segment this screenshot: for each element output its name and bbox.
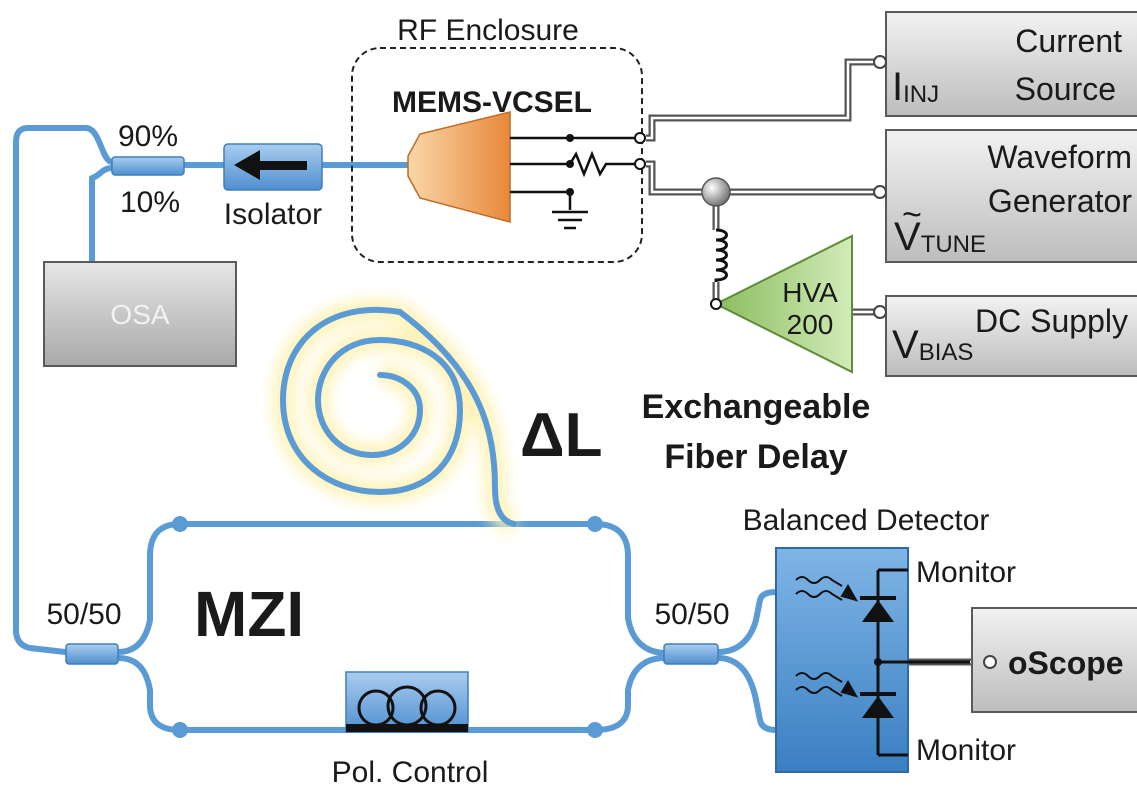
current-source-label-2: Source (1015, 71, 1116, 107)
fiber-delay-spiral (271, 298, 518, 535)
delay-label-2: Fiber Delay (664, 438, 847, 476)
coupler-left-50-50 (65, 643, 119, 665)
fiber-to-detector-top (715, 589, 779, 655)
joint-top-left (172, 516, 188, 532)
arrow-left-icon (234, 150, 307, 180)
paddle-icon (386, 685, 428, 727)
bias-tee-node (701, 177, 731, 207)
vcsel-wiring (510, 136, 640, 230)
vcsel-nodes (566, 134, 574, 196)
fiber-network (13, 125, 779, 733)
photodiode-icon (860, 596, 896, 622)
oscope-box (971, 607, 1137, 713)
hva-200-amplifier (713, 234, 853, 374)
delay-label-1: Exchangeable (642, 388, 871, 426)
mems-vcsel-label: MEMS-VCSEL (392, 86, 592, 119)
balanced-detector-label: Balanced Detector (743, 504, 990, 537)
inductor-icon (714, 228, 728, 282)
rf-enclosure-label: RF Enclosure (397, 14, 579, 47)
osa-label: OSA (110, 299, 169, 330)
dc-supply-box (885, 295, 1137, 377)
mzi-label: MZI (194, 578, 304, 650)
waveform-label-2: Generator (988, 183, 1132, 219)
waveform-generator-box (885, 129, 1137, 263)
fiber-mzi-top-right (511, 521, 667, 656)
isolator (223, 143, 323, 191)
fiber-osa-tap (89, 165, 115, 265)
split-10-label: 10% (120, 186, 180, 219)
v-tune-tilde: ~ (902, 196, 922, 234)
pol-control-label: Pol. Control (332, 756, 489, 789)
amp-output-node (710, 298, 722, 310)
coupler-right-50-50 (663, 643, 719, 665)
dc-supply-label: DC Supply (975, 303, 1128, 339)
polarization-controller (345, 671, 469, 733)
hva-label-1: HVA (782, 277, 838, 308)
instrument-ports (873, 55, 997, 669)
light-rays-icon (795, 576, 859, 698)
fiber-joints (172, 516, 603, 738)
delta-l-label: ΔL (520, 401, 602, 470)
v-bias-symbol: VBIAS (892, 323, 973, 367)
hva-label-2: 200 (787, 309, 834, 340)
coupler-left-label: 50/50 (46, 598, 121, 631)
fiber-to-detector-bottom (715, 655, 779, 733)
resistor-icon (568, 150, 640, 178)
oscope-label: oScope (1008, 645, 1124, 681)
monitor-top-label: Monitor (916, 556, 1016, 589)
joint-bottom-left (172, 722, 188, 738)
joint-top-right (587, 516, 603, 532)
enclosure-connectors (634, 132, 646, 170)
joint-bottom-right (587, 722, 603, 738)
coupler-90-10 (111, 156, 185, 176)
i-inj-symbol: IINJ (892, 65, 939, 109)
current-source-label-1: Current (1015, 23, 1122, 59)
waveform-label-1: Waveform (987, 139, 1132, 175)
paddle-icon (357, 689, 395, 727)
monitor-bottom-label: Monitor (916, 734, 1016, 767)
current-source-box (885, 11, 1137, 117)
photodiode-icon (860, 692, 896, 718)
mems-vcsel-chip (407, 111, 511, 223)
v-tune-symbol: VTUNE (894, 215, 986, 259)
isolator-label: Isolator (224, 198, 322, 231)
fiber-mzi-top-left (115, 521, 517, 655)
fiber-mzi-bottom-left (115, 655, 598, 733)
fiber-loop-outer (13, 125, 115, 656)
osa-box (43, 261, 237, 367)
paddle-icon (419, 689, 457, 727)
fiber-mzi-bottom-right (592, 655, 667, 733)
balanced-detector (775, 547, 970, 773)
split-90-label: 90% (118, 120, 178, 153)
coupler-right-label: 50/50 (654, 598, 729, 631)
